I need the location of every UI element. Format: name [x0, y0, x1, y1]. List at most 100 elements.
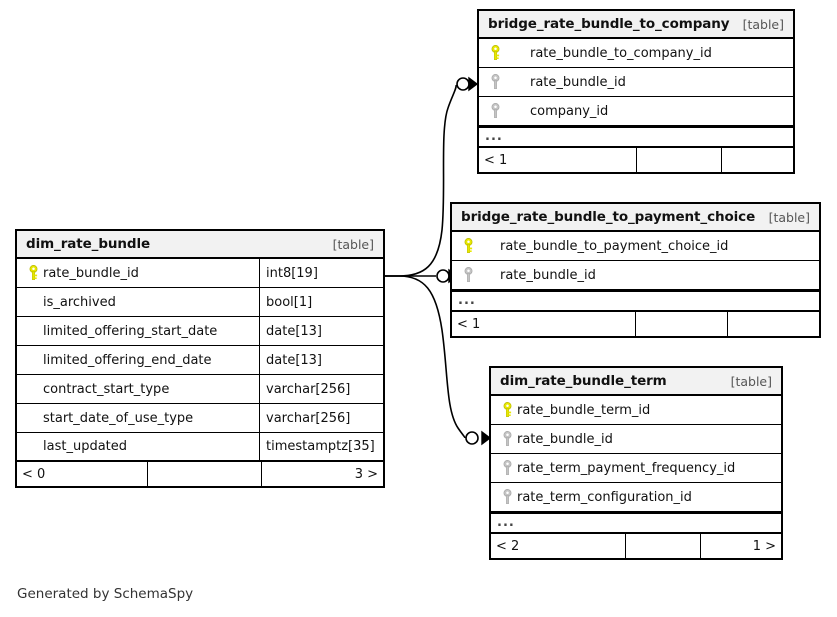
column-type: date[13] [259, 317, 383, 345]
column-name-cell: rate_bundle_id [479, 68, 793, 96]
table-row[interactable]: rate_bundle_id [491, 425, 781, 454]
column-name-cell: rate_bundle_id [17, 259, 259, 287]
column-name: rate_term_configuration_id [517, 489, 692, 505]
column-name-cell: rate_bundle_to_payment_choice_id [452, 232, 819, 260]
table-title: dim_rate_bundle_term [500, 373, 667, 389]
incoming-relations-count: < 1 [457, 316, 481, 332]
table-title: bridge_rate_bundle_to_payment_choice [461, 209, 756, 225]
foreign-key-icon [485, 103, 505, 119]
column-name: rate_bundle_id [517, 431, 613, 447]
table-dim-rate-bundle-term[interactable]: dim_rate_bundle_term [table] rate_bundle… [489, 366, 783, 560]
table-row[interactable]: rate_bundle_id int8[19] [17, 259, 383, 288]
column-name-cell: rate_bundle_term_id [491, 396, 781, 424]
column-name-cell: start_date_of_use_type [17, 404, 259, 432]
column-name: limited_offering_start_date [43, 323, 218, 339]
outgoing-relations-count [727, 312, 819, 336]
primary-key-icon [497, 402, 517, 418]
table-header-dim-rate-bundle: dim_rate_bundle [table] [17, 231, 383, 259]
column-name: start_date_of_use_type [43, 410, 194, 426]
column-type: bool[1] [259, 288, 383, 316]
table-title: dim_rate_bundle [26, 236, 151, 252]
table-row[interactable]: rate_bundle_to_company_id [479, 39, 793, 68]
foreign-key-icon [497, 431, 517, 447]
generated-by-credit: Generated by SchemaSpy [17, 586, 194, 602]
column-name: company_id [530, 103, 609, 119]
table-row[interactable]: rate_bundle_term_id [491, 396, 781, 425]
incoming-relations-count: < 0 [22, 466, 46, 482]
outgoing-relations-count [721, 148, 793, 172]
column-name: rate_bundle_to_payment_choice_id [500, 238, 729, 254]
column-name-cell: last_updated [17, 433, 259, 460]
table-dim-rate-bundle[interactable]: dim_rate_bundle [table] rate_bundle_id i… [15, 229, 385, 488]
foreign-key-icon [485, 74, 505, 90]
table-row[interactable]: start_date_of_use_type varchar[256] [17, 404, 383, 433]
table-header-dim-rate-bundle-term: dim_rate_bundle_term [table] [491, 368, 781, 396]
table-footer-degree-row: < 1 [452, 312, 819, 336]
table-row[interactable]: rate_term_configuration_id [491, 483, 781, 512]
cardinality-zero-marker-term [465, 431, 479, 445]
column-type: date[13] [259, 346, 383, 374]
truncated-columns-indicator: ... [491, 512, 781, 534]
column-type: timestamptz[35] [259, 433, 383, 460]
column-name-cell: rate_term_payment_frequency_id [491, 454, 781, 482]
footer-middle-cell [147, 462, 261, 486]
primary-key-icon [23, 265, 43, 281]
table-row[interactable]: rate_bundle_id [452, 261, 819, 290]
foreign-key-icon [497, 460, 517, 476]
table-kind-label: [table] [742, 16, 784, 32]
footer-middle-cell [635, 312, 727, 336]
column-name: is_archived [43, 294, 116, 310]
footer-middle-cell [625, 534, 700, 558]
table-footer-degree-row: < 1 [479, 148, 793, 172]
table-footer-degree-row: < 2 1 > [491, 534, 781, 558]
table-row[interactable]: last_updated timestamptz[35] [17, 433, 383, 462]
table-title: bridge_rate_bundle_to_company [488, 16, 730, 32]
table-row[interactable]: rate_bundle_to_payment_choice_id [452, 232, 819, 261]
column-name: rate_bundle_id [500, 267, 596, 283]
column-name-cell: is_archived [17, 288, 259, 316]
outgoing-relations-count: 3 > [261, 462, 383, 486]
table-row[interactable]: limited_offering_start_date date[13] [17, 317, 383, 346]
column-name-cell: rate_bundle_id [491, 425, 781, 453]
relationship-line-to-company [384, 84, 457, 277]
truncated-columns-indicator: ... [479, 126, 793, 148]
foreign-key-icon [497, 489, 517, 505]
column-name-cell: rate_bundle_to_company_id [479, 39, 793, 67]
table-row[interactable]: is_archived bool[1] [17, 288, 383, 317]
column-name: limited_offering_end_date [43, 352, 212, 368]
column-name: rate_bundle_id [530, 74, 626, 90]
column-name: rate_term_payment_frequency_id [517, 460, 736, 476]
column-name: last_updated [43, 439, 128, 454]
column-name: contract_start_type [43, 381, 170, 397]
table-row[interactable]: company_id [479, 97, 793, 126]
table-row[interactable]: rate_term_payment_frequency_id [491, 454, 781, 483]
table-kind-label: [table] [768, 209, 810, 225]
table-footer-degree-row: < 0 3 > [17, 462, 383, 486]
crowsfoot-marker-company [468, 76, 479, 92]
cardinality-zero-marker-payment-choice [436, 269, 450, 283]
column-name-cell: company_id [479, 97, 793, 125]
primary-key-icon [485, 45, 505, 61]
column-name: rate_bundle_to_company_id [530, 45, 712, 61]
footer-middle-cell [636, 148, 721, 172]
table-header-bridge-rate-bundle-to-payment-choice: bridge_rate_bundle_to_payment_choice [ta… [452, 204, 819, 232]
foreign-key-icon [458, 267, 478, 283]
incoming-relations-count: < 1 [484, 152, 508, 168]
table-bridge-rate-bundle-to-company[interactable]: bridge_rate_bundle_to_company [table] ra… [477, 9, 795, 174]
column-name: rate_bundle_term_id [517, 402, 651, 418]
truncated-columns-indicator: ... [452, 290, 819, 312]
column-type: varchar[256] [259, 404, 383, 432]
table-kind-label: [table] [332, 236, 374, 252]
table-row[interactable]: rate_bundle_id [479, 68, 793, 97]
column-type: varchar[256] [259, 375, 383, 403]
table-header-bridge-rate-bundle-to-company: bridge_rate_bundle_to_company [table] [479, 11, 793, 39]
column-name-cell: limited_offering_end_date [17, 346, 259, 374]
table-row[interactable]: limited_offering_end_date date[13] [17, 346, 383, 375]
table-row[interactable]: contract_start_type varchar[256] [17, 375, 383, 404]
column-name: rate_bundle_id [43, 265, 139, 281]
column-name-cell: limited_offering_start_date [17, 317, 259, 345]
table-kind-label: [table] [730, 373, 772, 389]
table-bridge-rate-bundle-to-payment-choice[interactable]: bridge_rate_bundle_to_payment_choice [ta… [450, 202, 821, 338]
column-name-cell: contract_start_type [17, 375, 259, 403]
